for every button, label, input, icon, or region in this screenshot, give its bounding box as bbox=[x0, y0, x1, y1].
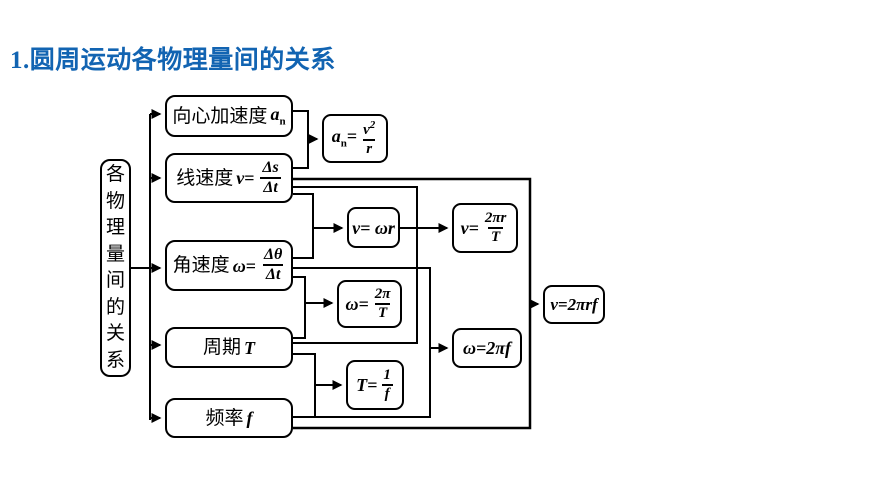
linear-var: v bbox=[236, 168, 245, 188]
T1f-lhs: T= bbox=[356, 375, 378, 395]
angular-eq: = bbox=[245, 255, 256, 276]
w2pf-text: ω=2πf bbox=[462, 338, 512, 358]
box-root-quantities: 各物理量间的关系 bbox=[100, 159, 131, 377]
centripetal-var: a bbox=[270, 103, 280, 124]
period-label: 周期 bbox=[202, 337, 241, 358]
box-period: 周期 T bbox=[165, 327, 293, 368]
connector-j4 bbox=[293, 353, 316, 417]
linear-eq: = bbox=[244, 168, 255, 188]
connector-j6 bbox=[293, 267, 431, 418]
an-var: a bbox=[331, 126, 341, 147]
formula-v-2pir-over-T: v= 2πr T bbox=[452, 203, 518, 253]
angular-frac-den: Δt bbox=[262, 264, 284, 284]
centripetal-label: 向心加速度 bbox=[172, 105, 268, 127]
angular-frac-num: Δθ bbox=[263, 246, 283, 264]
frequency-label: 频率 bbox=[205, 407, 244, 429]
frequency-var: f bbox=[246, 408, 253, 428]
T1f-fraction: 1 f bbox=[380, 366, 394, 403]
an-sub: n bbox=[340, 137, 347, 150]
an-num-sup: 2 bbox=[369, 118, 376, 131]
connector-j5 bbox=[293, 186, 418, 344]
linear-frac-den: Δt bbox=[260, 176, 281, 197]
formula-v-equals-2pirf: v=2πrf bbox=[543, 285, 605, 324]
connector-j3 bbox=[293, 276, 306, 339]
w2pT-lhs: ω= bbox=[345, 294, 369, 314]
box-linear-velocity: 线速度 v= Δs Δt bbox=[165, 153, 293, 203]
vwr-text: v= ωr bbox=[352, 217, 395, 238]
an-num-base: v bbox=[363, 121, 370, 138]
connector-j1 bbox=[293, 110, 309, 169]
angular-fraction: Δθ Δt bbox=[261, 246, 285, 284]
an-den: r bbox=[363, 138, 376, 158]
w2pT-den: T bbox=[375, 302, 391, 322]
v2prT-den: T bbox=[488, 226, 504, 246]
box-angular-velocity: 角速度 ω= Δθ Δt bbox=[165, 240, 293, 291]
v2prf-text: v=2πrf bbox=[550, 295, 598, 314]
an-eq: = bbox=[346, 126, 358, 147]
linear-frac-num: Δs bbox=[262, 158, 279, 176]
v2prT-num: 2πr bbox=[484, 209, 507, 226]
angular-label: 角速度 bbox=[172, 255, 230, 276]
v2prT-lhs: v= bbox=[460, 218, 479, 238]
box-frequency: 频率 f bbox=[165, 398, 293, 438]
formula-T-1-over-f: T= 1 f bbox=[346, 360, 404, 410]
formula-v-equals-wr: v= ωr bbox=[347, 207, 400, 248]
linear-fraction: Δs Δt bbox=[260, 158, 282, 197]
an-fraction: v2 r bbox=[360, 118, 378, 158]
w2pT-num: 2π bbox=[374, 285, 391, 302]
centripetal-sub: n bbox=[279, 115, 286, 128]
formula-an-v2-over-r: an= v2 r bbox=[322, 114, 388, 163]
period-var: T bbox=[244, 337, 255, 358]
angular-var: ω bbox=[232, 255, 246, 276]
formula-w-2pi-over-T: ω= 2π T bbox=[337, 280, 402, 328]
T1f-num: 1 bbox=[383, 366, 391, 383]
w2pT-fraction: 2π T bbox=[372, 285, 394, 322]
v2prT-fraction: 2πr T bbox=[482, 209, 510, 246]
page-title: 1.圆周运动各物理量间的关系 bbox=[10, 47, 336, 74]
T1f-den: f bbox=[381, 383, 393, 403]
linear-label: 线速度 bbox=[176, 167, 234, 189]
connector-j2 bbox=[293, 193, 314, 259]
root-box-label: 各物理量间的关系 bbox=[105, 164, 125, 371]
formula-w-equals-2pif: ω=2πf bbox=[452, 328, 522, 368]
